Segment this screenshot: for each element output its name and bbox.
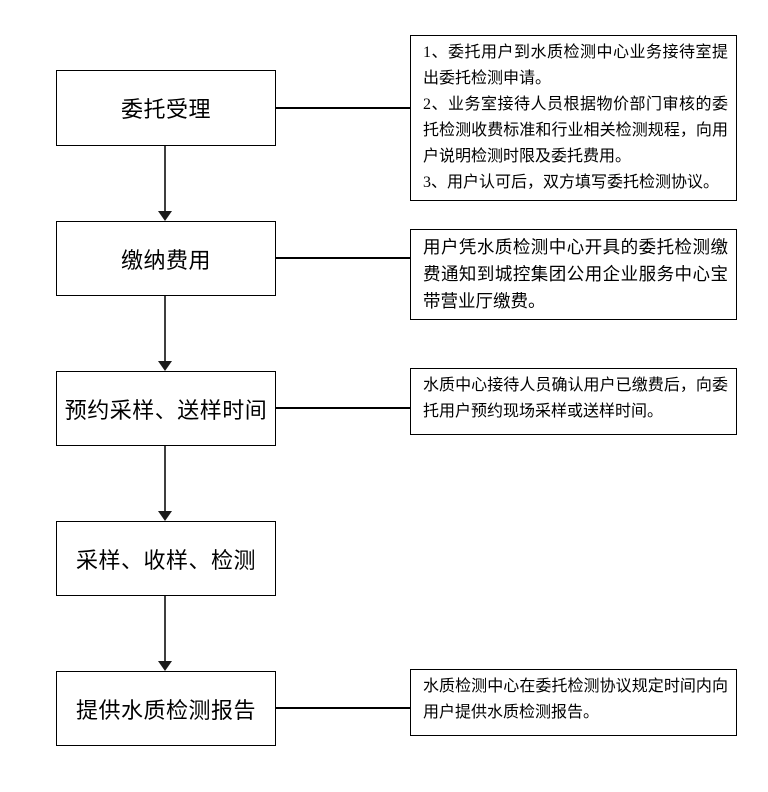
connector-line-1 — [276, 107, 410, 109]
connector-line-3 — [276, 407, 410, 409]
step-box-fee-payment: 缴纳费用 — [56, 221, 276, 296]
step-label-sampling-testing: 采样、收样、检测 — [75, 547, 256, 573]
connector-line-2 — [276, 257, 410, 259]
note-paragraph: 2、业务室接待人员根据物价部门审核的委托检测收费标准和行业相关检测规程，向用户说… — [423, 96, 728, 165]
down-arrow-shaft-4 — [164, 596, 166, 662]
connector-line-4 — [276, 707, 410, 709]
note-paragraph: 用户凭水质检测中心开具的委托检测缴费通知到城控集团公用企业服务中心宝带营业厅缴费… — [423, 237, 728, 311]
step-label-appointment-time: 预约采样、送样时间 — [64, 397, 268, 423]
down-arrowhead-icon-3 — [158, 511, 172, 521]
note-paragraph: 3、用户认可后，双方填写委托检测协议。 — [423, 174, 720, 191]
step-box-sampling-testing: 采样、收样、检测 — [56, 521, 276, 596]
down-arrow-shaft-2 — [164, 296, 166, 362]
down-arrowhead-icon-4 — [158, 661, 172, 671]
step-box-appointment-time: 预约采样、送样时间 — [56, 371, 276, 446]
step-label-report-delivery: 提供水质检测报告 — [75, 697, 256, 723]
note-paragraph: 1、委托用户到水质检测中心业务接待室提出委托检测申请。 — [423, 44, 728, 87]
note-paragraph: 水质中心接待人员确认用户已缴费后，向委托用户预约现场采样或送样时间。 — [423, 377, 728, 420]
down-arrowhead-icon-2 — [158, 361, 172, 371]
down-arrowhead-icon-1 — [158, 211, 172, 221]
down-arrow-shaft-1 — [164, 146, 166, 212]
down-arrow-shaft-3 — [164, 446, 166, 512]
note-box-report-delivery: 水质检测中心在委托检测协议规定时间内向用户提供水质检测报告。 — [410, 669, 737, 736]
step-box-report-delivery: 提供水质检测报告 — [56, 671, 276, 746]
note-box-appointment-time: 水质中心接待人员确认用户已缴费后，向委托用户预约现场采样或送样时间。 — [410, 368, 737, 435]
step-box-commission-acceptance: 委托受理 — [56, 70, 276, 146]
note-paragraph: 水质检测中心在委托检测协议规定时间内向用户提供水质检测报告。 — [423, 678, 728, 721]
note-box-commission-acceptance: 1、委托用户到水质检测中心业务接待室提出委托检测申请。 2、业务室接待人员根据物… — [410, 35, 737, 201]
step-label-commission-acceptance: 委托受理 — [120, 97, 211, 122]
note-box-fee-payment: 用户凭水质检测中心开具的委托检测缴费通知到城控集团公用企业服务中心宝带营业厅缴费… — [410, 229, 737, 320]
step-label-fee-payment: 缴纳费用 — [120, 247, 211, 273]
